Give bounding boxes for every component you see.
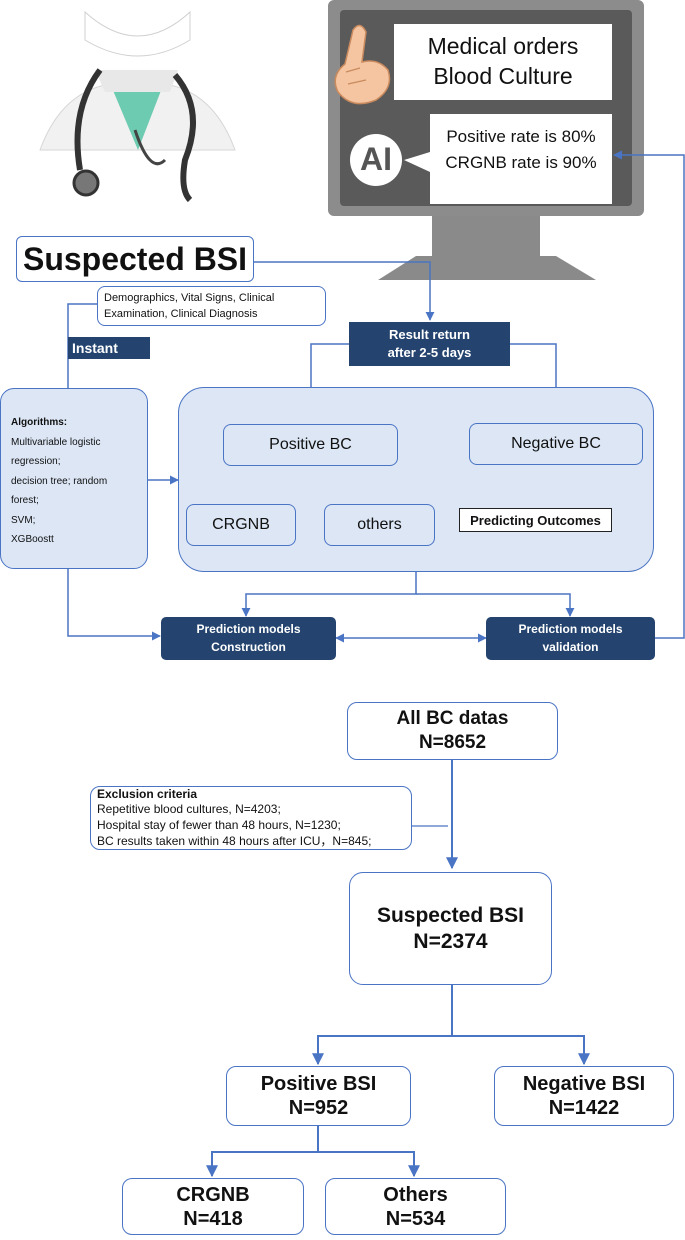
ai-badge-icon xyxy=(350,134,402,186)
prediction-construction-box: Prediction models Construction xyxy=(161,617,336,660)
validation-line-2: validation xyxy=(542,639,599,654)
pointing-hand-icon xyxy=(334,24,391,105)
result-return-line-2: after 2-5 days xyxy=(387,345,472,360)
medical-orders-box: Medical orders Blood Culture xyxy=(394,24,612,100)
instant-text: Instant xyxy=(72,340,118,356)
algorithm-item: forest; xyxy=(11,495,39,506)
prediction-rates: Positive rate is 80% CRGNB rate is 90% xyxy=(432,124,610,177)
negative-bc-label: Negative BC xyxy=(511,435,601,452)
suspected-bsi-title-box: Suspected BSI xyxy=(16,236,254,282)
negative-bc-box: Negative BC xyxy=(469,423,643,465)
suspected-bsi-label: Suspected BSI xyxy=(376,904,525,928)
doctor-illustration xyxy=(39,10,236,203)
exclusion-item: Repetitive blood cultures, N=4203; xyxy=(97,802,281,817)
validation-line-1: Prediction models xyxy=(518,622,623,637)
negative-bsi-label: Negative BSI xyxy=(522,1073,646,1095)
all-bc-title: All BC datas xyxy=(396,708,509,730)
construction-line-2: Construction xyxy=(211,639,286,654)
algorithm-item: XGBoostt xyxy=(11,534,54,545)
others-count: N=534 xyxy=(385,1207,446,1230)
instant-label: Instant xyxy=(68,337,150,359)
suspected-bsi-count-box: Suspected BSI N=2374 xyxy=(349,872,552,985)
result-return-line-1: Result return xyxy=(389,327,470,343)
positive-bsi-count: N=952 xyxy=(288,1097,349,1119)
others-count-box: Others N=534 xyxy=(325,1178,506,1235)
all-bc-count: N=8652 xyxy=(418,732,487,753)
data-sources-line-1: Demographics, Vital Signs, Clinical xyxy=(104,291,275,304)
exclusion-title: Exclusion criteria xyxy=(97,786,198,801)
algorithm-item: SVM; xyxy=(11,514,36,526)
crgnb-count-box: CRGNB N=418 xyxy=(122,1178,304,1235)
algorithms-box: Algorithms: Multivariable logistic regre… xyxy=(0,388,148,569)
crgnb-count: N=418 xyxy=(183,1207,243,1230)
positive-bc-label: Positive BC xyxy=(269,436,352,453)
algorithms-title: Algorithms: xyxy=(11,417,68,428)
all-bc-box: All BC datas N=8652 xyxy=(347,702,558,760)
data-sources-box: Demographics, Vital Signs, Clinical Exam… xyxy=(97,286,326,326)
others-count-label: Others xyxy=(383,1183,448,1206)
crgnb-box: CRGNB xyxy=(186,504,296,546)
ai-badge-label: AI xyxy=(360,141,392,177)
data-sources-line-2: Examination, Clinical Diagnosis xyxy=(104,308,258,320)
exclusion-criteria-box: Exclusion criteria Repetitive blood cult… xyxy=(90,786,412,850)
exclusion-item: Hospital stay of fewer than 48 hours, N=… xyxy=(97,818,341,832)
result-return-box: Result return after 2-5 days xyxy=(349,322,510,366)
prediction-validation-box: Prediction models validation xyxy=(486,617,655,660)
predicting-outcomes-label: Predicting Outcomes xyxy=(470,512,601,528)
algorithm-item: Multivariable logistic xyxy=(11,436,101,448)
exclusion-item: BC results taken within 48 hours after I… xyxy=(97,833,372,848)
algorithm-item: decision tree; random xyxy=(11,475,108,487)
positive-bc-box: Positive BC xyxy=(223,424,398,466)
negative-bsi-count: N=1422 xyxy=(548,1097,620,1119)
crgnb-rate-text: CRGNB rate is 90% xyxy=(445,153,597,173)
crgnb-count-label: CRGNB xyxy=(176,1183,250,1206)
others-label: others xyxy=(357,516,402,533)
crgnb-label: CRGNB xyxy=(212,516,270,533)
others-box: others xyxy=(324,504,435,546)
positive-bsi-box: Positive BSI N=952 xyxy=(226,1066,411,1126)
order-line-2: Blood Culture xyxy=(433,63,573,89)
positive-rate-text: Positive rate is 80% xyxy=(446,127,596,146)
positive-bsi-label: Positive BSI xyxy=(260,1073,377,1095)
negative-bsi-box: Negative BSI N=1422 xyxy=(494,1066,674,1126)
speech-bubble xyxy=(404,114,612,204)
algorithm-item: regression; xyxy=(11,456,61,467)
construction-line-1: Prediction models xyxy=(196,622,301,637)
suspected-bsi-title: Suspected BSI xyxy=(22,240,248,277)
order-line-1: Medical orders xyxy=(427,33,579,60)
predicting-outcomes-box: Predicting Outcomes xyxy=(459,508,612,532)
suspected-bsi-count: N=2374 xyxy=(413,929,488,953)
